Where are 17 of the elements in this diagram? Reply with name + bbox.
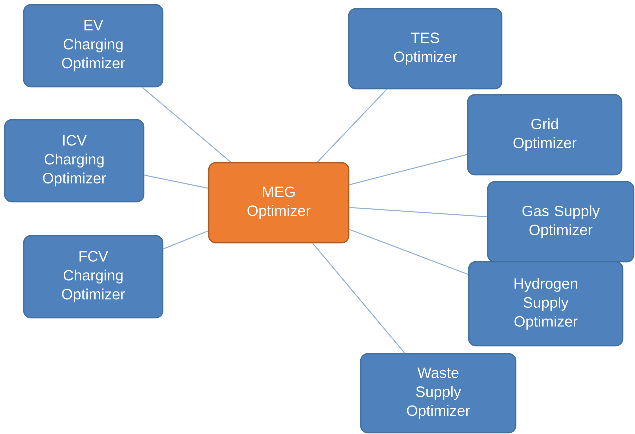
connector-line [312,243,406,354]
optimizer-box: Waste Supply Optimizer [360,353,517,434]
optimizer-box: EV Charging Optimizer [23,4,164,88]
connector-line [349,229,469,276]
connector-line [142,87,232,163]
optimizer-box: Gas Supply Optimizer [487,181,635,263]
optimizer-box: MEG Optimizer [208,162,350,244]
connector-line [349,207,488,218]
connector-line [144,174,209,189]
optimizer-box: Grid Optimizer [467,94,623,176]
optimizer-box: Hydrogen Supply Optimizer [468,261,624,347]
connector-line [163,230,209,250]
connector-line [349,154,468,186]
optimizer-box: ICV Charging Optimizer [4,119,145,203]
optimizer-box: FCV Charging Optimizer [23,235,164,319]
connector-line [317,89,388,163]
optimizer-box: TES Optimizer [348,8,503,90]
